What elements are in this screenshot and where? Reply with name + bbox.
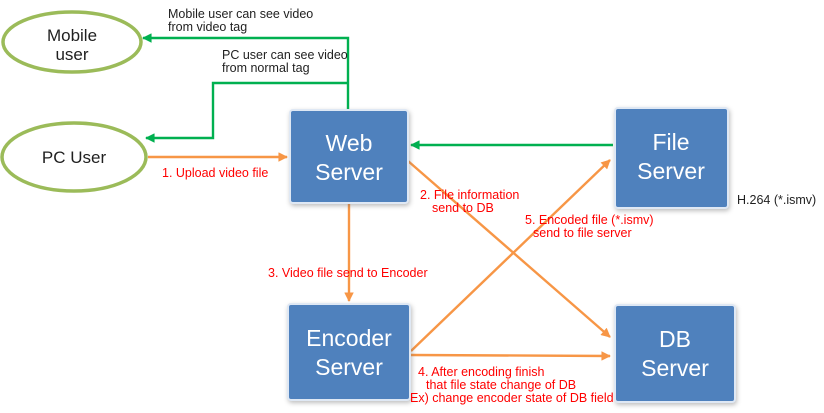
encoder-server-node: Encoder Server: [287, 303, 411, 401]
db-server-label-line1: DB: [659, 326, 691, 352]
mobile-user-label-line2: user: [55, 45, 88, 64]
web-server-label-line1: Web: [326, 130, 373, 156]
encoder-server-label-line2: Server: [315, 354, 383, 380]
arrow-webserver-to-pc-user: [145, 81, 348, 143]
encoder-server-box: [287, 303, 411, 401]
black-annotations: Mobile user can see video from video tag…: [168, 7, 816, 207]
db-server-box: [614, 304, 736, 403]
mobile-tag-annotation-line2: from video tag: [168, 20, 247, 34]
web-server-box: [289, 109, 409, 204]
db-server-node: DB Server: [614, 304, 736, 403]
mobile-user-ellipse: [1, 10, 143, 74]
pc-user-ellipse: [0, 121, 148, 193]
pc-tag-annotation-line1: PC user can see video: [222, 48, 348, 62]
orange-arrows: [148, 152, 611, 361]
h264-format-annotation: H.264 (*.ismv): [737, 193, 816, 207]
pc-tag-annotation-line2: from normal tag: [222, 61, 310, 75]
mobile-user-node: Mobile user: [1, 10, 143, 74]
web-server-node: Web Server: [289, 109, 409, 204]
step5-label-line2: send to file server: [533, 226, 632, 240]
step1-label: 1. Upload video file: [162, 166, 268, 180]
step2-label-line1: 2. File information: [420, 188, 519, 202]
mobile-tag-annotation-line1: Mobile user can see video: [168, 7, 313, 21]
arrow-webserver-to-mobile-user: [142, 33, 350, 111]
step4-label-line3: Ex) change encoder state of DB field: [410, 391, 614, 405]
arrow-file-information-to-db: [407, 160, 611, 338]
pc-user-label: PC User: [42, 148, 107, 167]
file-server-box: [614, 107, 729, 209]
file-server-label-line2: Server: [637, 158, 705, 184]
encoder-server-label-line1: Encoder: [306, 325, 392, 351]
step2-label-line2: send to DB: [432, 201, 494, 215]
red-step-annotations: 1. Upload video file 2. File information…: [162, 166, 654, 405]
step4-label-line1: 4. After encoding finish: [418, 365, 545, 379]
green-arrows: [142, 33, 613, 150]
web-server-label-line2: Server: [315, 159, 383, 185]
file-server-node: File Server: [614, 107, 729, 209]
arrow-encoded-file-to-fileserver: [410, 159, 611, 352]
pc-user-node: PC User: [0, 121, 148, 193]
db-server-label-line2: Server: [641, 355, 709, 381]
step5-label-line1: 5. Encoded file (*.ismv): [525, 213, 654, 227]
file-server-label-line1: File: [652, 129, 689, 155]
arrow-encoding-finish-to-db: [410, 351, 611, 361]
step4-label-line2: that file state change of DB: [426, 378, 576, 392]
mobile-user-label-line1: Mobile: [47, 26, 97, 45]
step3-label: 3. Video file send to Encoder: [268, 266, 428, 280]
